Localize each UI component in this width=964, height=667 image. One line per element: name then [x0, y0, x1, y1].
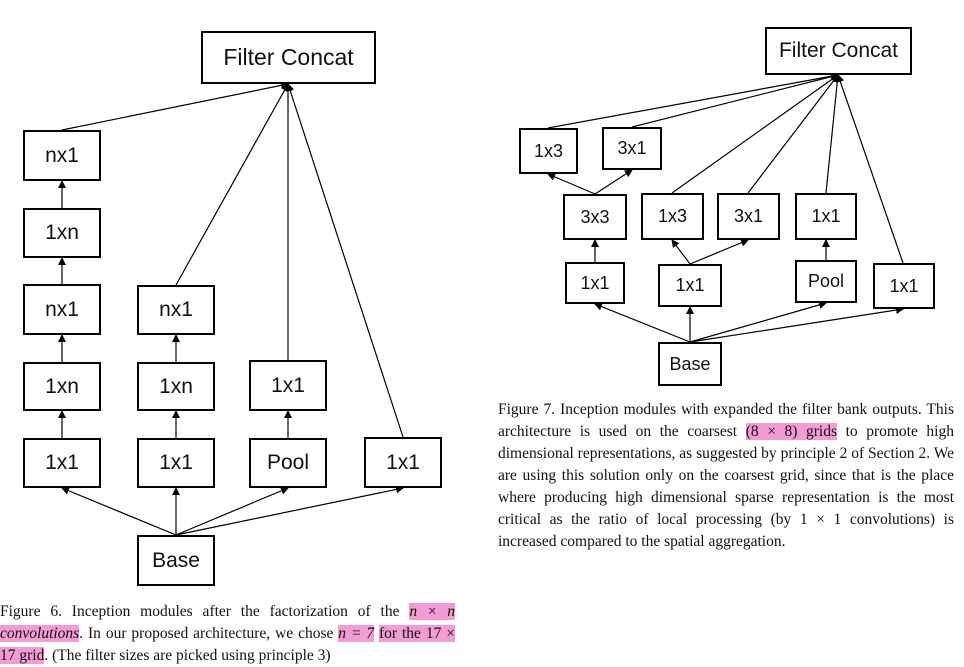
fig6-col4-box: 1x1 — [364, 437, 442, 488]
fig6-caption: Figure 6. Inception modules after the fa… — [0, 601, 455, 667]
fig6-base: Base — [137, 535, 215, 586]
caption-text: . (The filter sizes are picked using pri… — [44, 647, 331, 664]
caption-text: . In our proposed architecture, we chose — [79, 625, 339, 642]
fig6-col1-box: 1x1 — [23, 438, 101, 488]
fig7-base: Base — [658, 342, 722, 386]
fig7-top-box: 3x1 — [602, 127, 662, 170]
fig7-mid-box: 3x1 — [717, 193, 780, 240]
fig6-col1-box: nx1 — [23, 284, 101, 335]
fig6-col3-box: Pool — [249, 438, 327, 488]
fig6-col1-box: 1xn — [23, 362, 101, 411]
fig6-col1-box: nx1 — [23, 130, 101, 181]
caption-text: Figure 6. Inception modules after the fa… — [0, 603, 410, 620]
fig6-col3-box: 1x1 — [249, 360, 327, 411]
fig6-filter-concat: Filter Concat — [201, 31, 376, 84]
caption-text: Figure 7. Inception modules with expande… — [498, 401, 954, 440]
fig7-mid-box: 1x1 — [795, 193, 857, 240]
fig7-low-box: Pool — [795, 260, 857, 303]
fig7-filter-concat: Filter Concat — [765, 27, 912, 75]
fig6-col2-box: 1xn — [137, 362, 215, 411]
fig7-caption: Figure 7. Inception modules with expande… — [498, 399, 954, 553]
caption-text: to promote high dimensional representati… — [498, 423, 954, 550]
fig7-low-box: 1x1 — [565, 262, 625, 304]
fig7-low-box: 1x1 — [873, 263, 935, 309]
caption-highlight: (8 × 8) grids — [745, 423, 837, 440]
fig6-col1-box: 1xn — [23, 208, 101, 258]
fig7-top-box: 1x3 — [519, 128, 578, 174]
fig7-mid-box: 3x3 — [563, 194, 627, 240]
fig6-col2-box: nx1 — [137, 285, 215, 335]
fig6-col2-box: 1x1 — [137, 438, 215, 488]
fig7-low-box: 1x1 — [658, 264, 722, 307]
caption-highlight: n = 7 — [338, 625, 375, 642]
fig7-mid-box: 1x3 — [641, 193, 704, 240]
